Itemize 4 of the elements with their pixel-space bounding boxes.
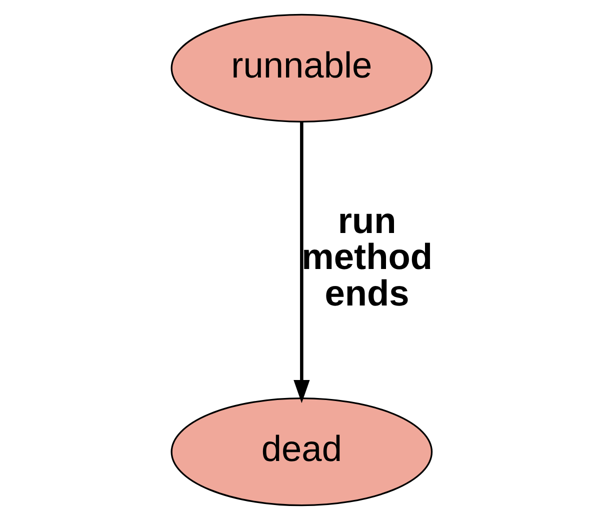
edge-label: run method ends [301,200,432,314]
node-ellipse: runnable [170,14,432,122]
node-ellipse: dead [170,398,432,506]
arrow [293,122,310,404]
